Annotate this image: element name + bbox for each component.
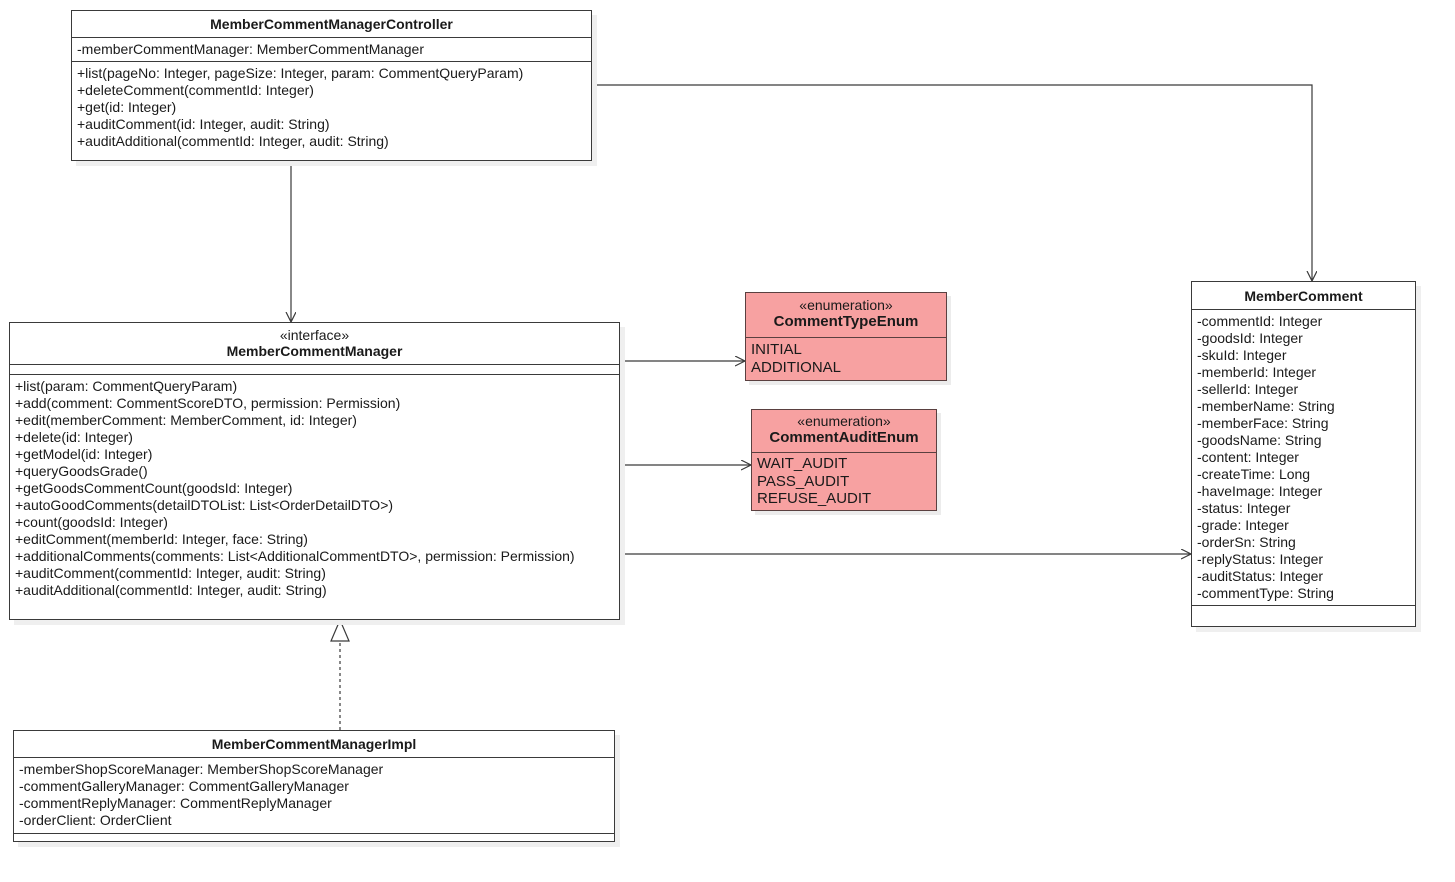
method: +autoGoodComments(detailDTOList: List<Or… [15,497,394,513]
enum-header: «enumeration» CommentAuditEnum [752,410,936,453]
attribute: -status: Integer [1197,500,1291,516]
enum-value: REFUSE_AUDIT [757,490,872,507]
stereotype: «interface» [279,327,350,343]
method: +count(goodsId: Integer) [15,514,168,530]
attribute: -memberShopScoreManager: MemberShopScore… [19,761,384,777]
attribute: -goodsName: String [1197,432,1322,448]
stereotype: «enumeration» [799,297,893,313]
class-name: MemberCommentManager [226,343,403,359]
method: +queryGoodsGrade() [15,463,148,479]
method: +auditAdditional(commentId: Integer, aud… [77,133,389,149]
enum-value: ADDITIONAL [751,358,842,376]
method: +additionalComments(comments: List<Addit… [15,548,575,564]
class-name: MemberCommentManagerController [210,16,453,32]
attribute: -replyStatus: Integer [1197,551,1324,567]
stereotype: «enumeration» [797,413,891,429]
attribute: -memberFace: String [1197,415,1329,431]
class-member-comment[interactable]: MemberComment -commentId: Integer -goods… [1191,281,1416,627]
attributes-section: -memberCommentManager: MemberCommentMana… [72,38,591,62]
method: +auditComment(commentId: Integer, audit:… [15,565,326,581]
attribute: -memberName: String [1197,398,1335,414]
attribute: -commentGalleryManager: CommentGalleryMa… [19,778,349,794]
class-name: MemberCommentManagerImpl [211,736,417,752]
enum-name: CommentAuditEnum [769,429,919,446]
method: +auditAdditional(commentId: Integer, aud… [15,582,327,598]
method: +list(pageNo: Integer, pageSize: Integer… [77,65,524,81]
class-header: MemberCommentManagerImpl [14,731,614,758]
enum-value: PASS_AUDIT [757,472,850,490]
interface-member-comment-manager[interactable]: «interface» MemberCommentManager +list(p… [9,322,620,620]
method: +getModel(id: Integer) [15,446,153,462]
enum-value: WAIT_AUDIT [757,455,848,472]
method: +getGoodsCommentCount(goodsId: Integer) [15,480,293,496]
method: +list(param: CommentQueryParam) [15,378,238,394]
attribute: -skuId: Integer [1197,347,1287,363]
controller-to-membercomment-association [591,84,1312,281]
attributes-section [10,365,619,375]
attribute: -commentReplyManager: CommentReplyManage… [19,795,332,811]
attribute: -goodsId: Integer [1197,330,1303,346]
class-header: MemberCommentManagerController [72,11,591,38]
enum-values-section: WAIT_AUDIT PASS_AUDIT REFUSE_AUDIT [752,453,936,512]
method: +delete(id: Integer) [15,429,133,445]
attributes-section: -commentId: Integer -goodsId: Integer -s… [1192,310,1415,606]
attribute: -orderClient: OrderClient [19,812,172,828]
methods-section: +list(param: CommentQueryParam) +add(com… [10,375,619,603]
attribute: -createTime: Long [1197,466,1311,482]
attributes-section: -memberShopScoreManager: MemberShopScore… [14,758,614,834]
class-header: MemberComment [1192,282,1415,310]
attribute: -grade: Integer [1197,517,1289,533]
attribute: -orderSn: String [1197,534,1296,550]
class-name: MemberComment [1244,288,1363,304]
attribute: -memberCommentManager: MemberCommentMana… [77,41,425,57]
class-header: «interface» MemberCommentManager [10,323,619,365]
enum-header: «enumeration» CommentTypeEnum [746,293,946,338]
methods-section [1192,606,1415,626]
method: +auditComment(id: Integer, audit: String… [77,116,330,132]
methods-section: +list(pageNo: Integer, pageSize: Integer… [72,62,591,154]
method: +get(id: Integer) [77,99,177,115]
enum-values-section: INITIAL ADDITIONAL [746,338,946,380]
method: +editComment(memberId: Integer, face: St… [15,531,308,547]
attribute: -memberId: Integer [1197,364,1317,380]
attribute: -content: Integer [1197,449,1299,465]
attribute: -auditStatus: Integer [1197,568,1324,584]
method: +edit(memberComment: MemberComment, id: … [15,412,357,428]
method: +deleteComment(commentId: Integer) [77,82,314,98]
realization-triangle-arrowhead [330,618,350,642]
attribute: -commentId: Integer [1197,313,1323,329]
enum-comment-type[interactable]: «enumeration» CommentTypeEnum INITIAL AD… [745,292,947,381]
enum-name: CommentTypeEnum [773,313,919,330]
attribute: -commentType: String [1197,585,1334,601]
attribute: -sellerId: Integer [1197,381,1299,397]
enum-comment-audit[interactable]: «enumeration» CommentAuditEnum WAIT_AUDI… [751,409,937,511]
methods-section [14,834,614,841]
enum-value: INITIAL [751,341,802,358]
attribute: -haveImage: Integer [1197,483,1323,499]
class-member-comment-manager-controller[interactable]: MemberCommentManagerController -memberCo… [71,10,592,161]
method: +add(comment: CommentScoreDTO, permissio… [15,395,401,411]
class-member-comment-manager-impl[interactable]: MemberCommentManagerImpl -memberShopScor… [13,730,615,842]
